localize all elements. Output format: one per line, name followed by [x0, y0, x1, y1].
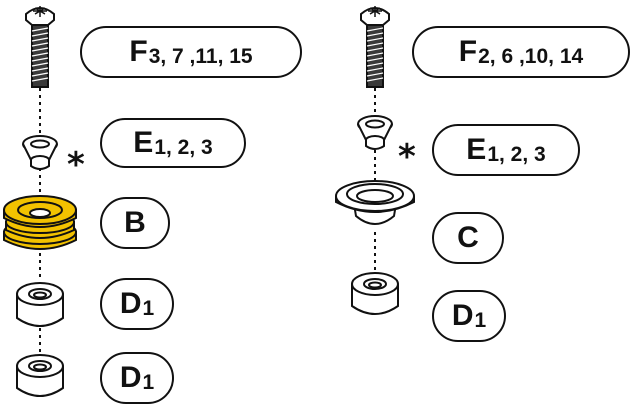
left-screw — [25, 6, 55, 88]
left-grommet-b — [3, 195, 77, 250]
label-letter: D — [451, 299, 474, 332]
right-screw — [360, 6, 390, 88]
label-letter: E — [466, 133, 487, 166]
label-letter: E — [133, 126, 154, 159]
label-subscript: 1 — [142, 297, 155, 320]
left-spacer-2 — [16, 354, 64, 397]
label-letter: C — [457, 221, 479, 254]
label-subscript: 1, 2, 3 — [487, 143, 546, 166]
left-spacer-1 — [16, 282, 64, 327]
label-subscript: 3, 7 ,11, 15 — [148, 45, 253, 68]
label-letter: F — [458, 35, 478, 68]
left-note-asterisk: * — [67, 145, 85, 185]
right-spacer — [351, 272, 399, 315]
label-right-grommet: C — [432, 212, 504, 264]
label-subscript: 1 — [142, 371, 155, 394]
label-subscript: 1, 2, 3 — [154, 136, 213, 159]
label-letter: D — [119, 361, 142, 394]
label-subscript: 1 — [474, 309, 487, 332]
label-letter: D — [119, 287, 142, 320]
label-subscript: 2, 6 ,10, 14 — [478, 45, 584, 68]
label-letter: B — [124, 206, 146, 239]
right-note-asterisk: * — [398, 137, 416, 177]
right-cup-washer — [357, 115, 393, 150]
left-cup-washer — [22, 135, 58, 170]
label-left-grommet: B — [100, 197, 170, 249]
right-grommet-c — [335, 180, 415, 225]
label-letter: F — [129, 35, 148, 68]
